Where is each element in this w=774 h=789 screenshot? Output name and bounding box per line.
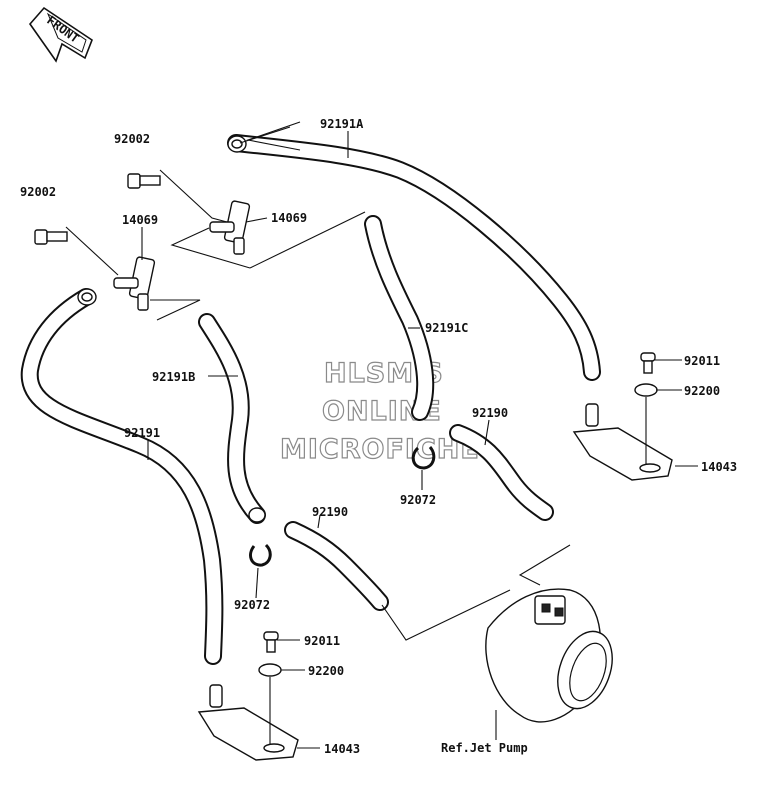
leader-lines bbox=[65, 121, 698, 749]
label-92191c: 92191C bbox=[425, 321, 468, 335]
part-labels: 92191A 92002 92002 14069 14069 92191C 92… bbox=[20, 117, 737, 756]
label-92200-right: 92200 bbox=[684, 384, 720, 398]
hose-92191c bbox=[364, 215, 435, 421]
label-ref-jet-pump: Ref.Jet Pump bbox=[441, 741, 528, 755]
clamp-92072-right-icon bbox=[411, 446, 436, 470]
label-92011-right: 92011 bbox=[684, 354, 720, 368]
label-92200-left: 92200 bbox=[308, 664, 344, 678]
hose-92191 bbox=[20, 288, 224, 665]
hose-92190-right bbox=[449, 424, 554, 521]
bracket-14043-right bbox=[572, 403, 673, 481]
label-14043-right: 14043 bbox=[701, 460, 737, 474]
label-92072-right: 92072 bbox=[400, 493, 436, 507]
jet-pump bbox=[485, 588, 613, 723]
washer-92200-left-icon bbox=[258, 663, 282, 677]
label-92191: 92191 bbox=[124, 426, 160, 440]
label-14069-right: 14069 bbox=[271, 211, 307, 225]
hose-92190-left bbox=[284, 521, 389, 611]
label-92190-left: 92190 bbox=[312, 505, 348, 519]
label-92190-right: 92190 bbox=[472, 406, 508, 420]
washer-92200-right-icon bbox=[634, 383, 658, 397]
fitting-14069-right bbox=[209, 200, 251, 255]
fitting-14069-left bbox=[113, 256, 156, 311]
hose-92191b bbox=[198, 313, 266, 524]
bolt-92011-right-icon bbox=[640, 352, 656, 374]
label-92002-left: 92002 bbox=[20, 185, 56, 199]
clamp-92072-left-icon bbox=[249, 543, 272, 567]
label-14043-left: 14043 bbox=[324, 742, 360, 756]
label-92191b: 92191B bbox=[152, 370, 195, 384]
bolt-92002-top-icon bbox=[127, 173, 161, 189]
bracket-14043-left bbox=[197, 684, 299, 761]
label-14069-left: 14069 bbox=[122, 213, 158, 227]
label-92072-left: 92072 bbox=[234, 598, 270, 612]
hose-92191a bbox=[227, 134, 601, 381]
bolt-92011-left-icon bbox=[263, 631, 279, 653]
front-arrow-icon: FRONT bbox=[28, 6, 93, 63]
label-92002-top: 92002 bbox=[114, 132, 150, 146]
bolt-92002-left-icon bbox=[34, 229, 68, 245]
label-92011-left: 92011 bbox=[304, 634, 340, 648]
label-92191a: 92191A bbox=[320, 117, 364, 131]
watermark: HLSM'S ONLINE MICROFICHE bbox=[279, 357, 480, 465]
watermark-line-3: MICROFICHE bbox=[280, 434, 480, 465]
